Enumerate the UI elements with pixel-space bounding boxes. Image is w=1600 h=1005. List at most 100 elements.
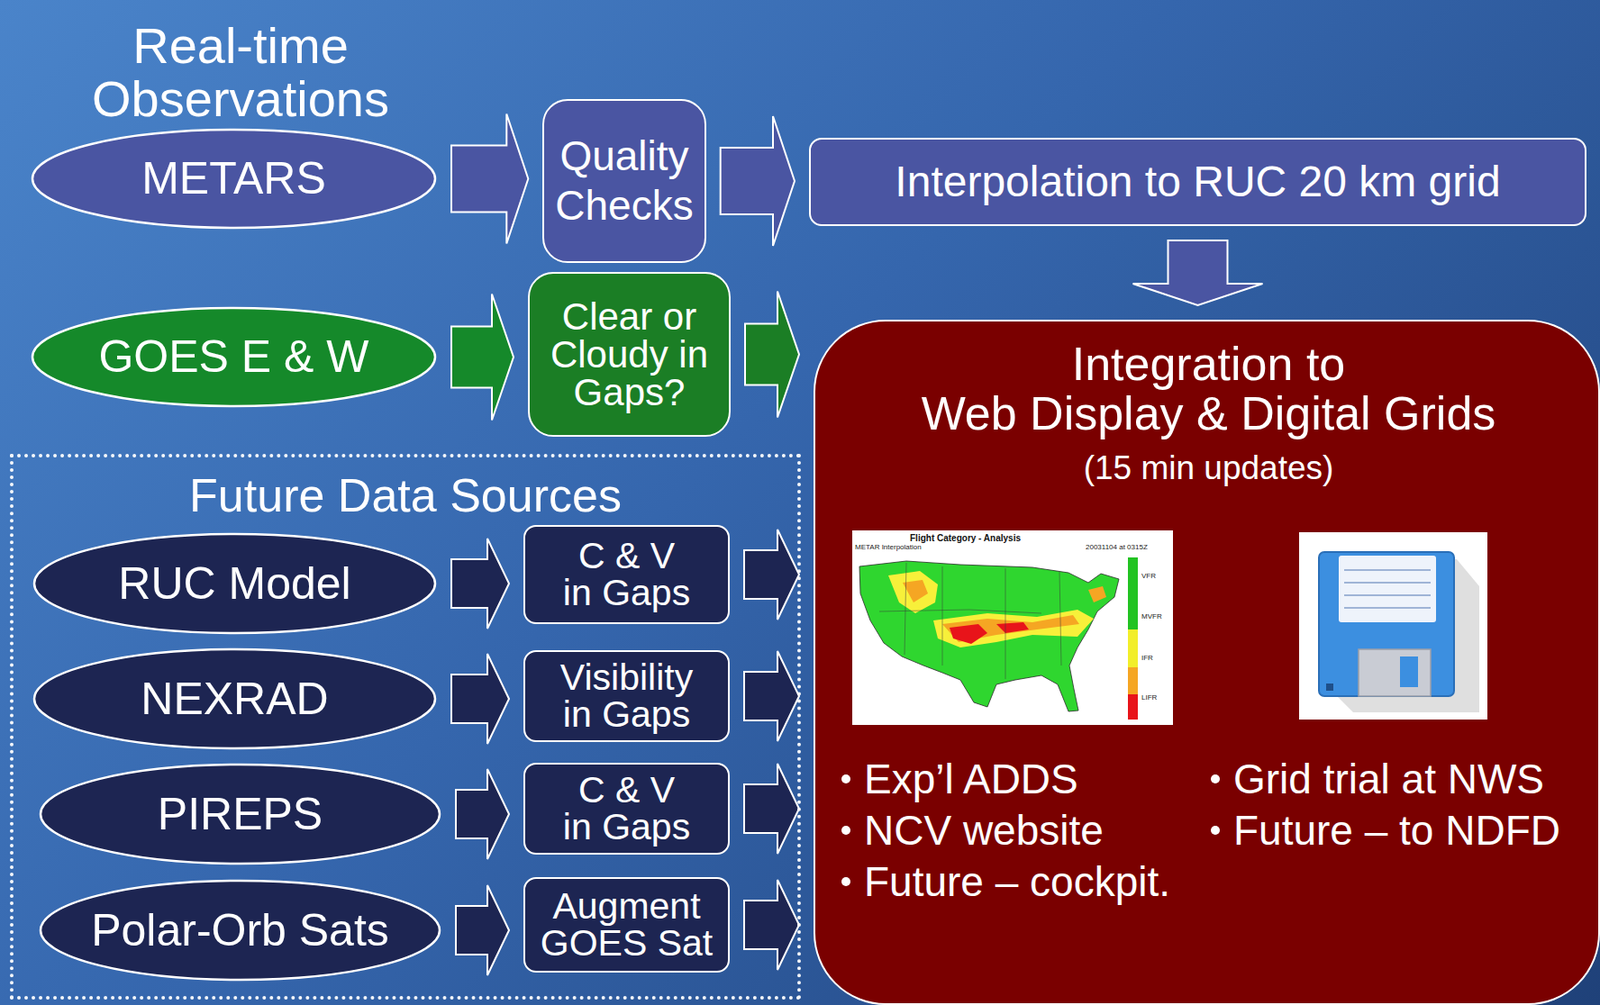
text-line: in Gaps [563, 574, 691, 612]
legend-value: MVFR [1141, 613, 1163, 622]
process-box: Visibility in Gaps [523, 650, 730, 743]
shutter-slot [1400, 656, 1419, 688]
text-slot: Grid trial at NWS [1233, 756, 1545, 803]
group-frame: Future Data SourcesRUC Model C & V in Gap… [9, 454, 801, 1000]
text-line: Real-time [30, 19, 451, 73]
disk-shadow [1326, 559, 1480, 713]
bullet-item: Grid trial at NWS [1233, 756, 1545, 803]
map-title: Flight Category - Analysis [909, 533, 1021, 544]
label-lines [1344, 570, 1431, 609]
text-line: Web Display & Digital Grids [815, 389, 1600, 439]
panel-heading: Integration to Web Display & Digital Gri… [815, 339, 1600, 438]
block-arrow [745, 291, 800, 419]
block-arrow [455, 885, 510, 976]
block-arrow [451, 538, 510, 629]
text-line: Cloudy in [550, 336, 709, 374]
ifr-area [902, 580, 928, 603]
lifr-area [949, 624, 988, 645]
node-label: Visibility in Gaps [560, 659, 693, 734]
text-line: C & V [563, 537, 691, 575]
block-arrow [1133, 240, 1264, 306]
disk-shutter [1358, 649, 1431, 697]
node-label: METARS [141, 154, 327, 204]
node-label: PIREPS [157, 790, 323, 840]
ellipse-shape [32, 308, 436, 407]
ellipse-shape [40, 764, 440, 864]
source-ellipse: RUC Model [32, 532, 437, 636]
mvfr-area [888, 571, 938, 614]
text-slot: (15 min updates) [815, 450, 1600, 488]
block-arrow [451, 294, 514, 421]
ellipse-shape [34, 649, 436, 749]
floppy-disk-icon [1299, 532, 1488, 720]
map-frame [852, 530, 1173, 726]
node-label: C & V in Gaps [563, 772, 691, 846]
bullet-item: NCV website [863, 808, 1104, 855]
text-line: in Gaps [560, 696, 693, 734]
text-line: C & V [563, 772, 691, 810]
text-line: Clear or [550, 298, 709, 337]
node-label: Interpolation to RUC 20 km grid [894, 158, 1500, 207]
flight-category-map [852, 530, 1173, 726]
text-slot: Future – to NDFD [1233, 808, 1561, 855]
source-ellipse: GOES E & W [30, 306, 437, 409]
source-ellipse: Polar-Orb Sats [38, 879, 442, 982]
panel-subheading: (15 min updates) [815, 450, 1600, 488]
process-box: C & V in Gaps [523, 525, 730, 625]
legend-bar-green [1127, 557, 1138, 630]
ifr-area [942, 615, 1080, 643]
text-line: Visibility [560, 659, 693, 697]
node-label: Quality Checks [554, 131, 693, 231]
legend-bar-yellow [1127, 629, 1138, 668]
process-box: Quality Checks [542, 99, 706, 264]
text-line: Checks [554, 181, 693, 231]
section-heading: Real-time Observations [30, 19, 451, 127]
source-ellipse: PIREPS [38, 763, 442, 866]
process-box: Interpolation to RUC 20 km grid [809, 137, 1587, 227]
mvfr-area [933, 609, 1094, 648]
ifr-area [1088, 586, 1107, 603]
node-label: GOES E & W [98, 332, 369, 382]
text-line: Quality [554, 131, 693, 182]
text-line: Augment [540, 888, 713, 926]
block-arrow [720, 116, 795, 246]
legend-bar-orange [1127, 667, 1138, 695]
block-arrow [744, 880, 800, 971]
process-box: Clear or Cloudy in Gaps? [527, 272, 731, 437]
text-line: Gaps? [550, 373, 709, 412]
block-arrow [451, 114, 528, 245]
legend-value: IFR [1141, 654, 1154, 664]
legend-bar-red [1127, 694, 1138, 720]
node-label: Clear or Cloudy in Gaps? [550, 298, 709, 412]
process-box: Augment GOES Sat [523, 877, 730, 973]
land-area [859, 561, 1119, 712]
source-ellipse: NEXRAD [32, 647, 437, 751]
text-slot: Future – cockpit. [863, 859, 1171, 906]
block-arrow [455, 769, 510, 860]
disk-body [1318, 552, 1455, 697]
node-label: RUC Model [118, 559, 351, 610]
text-slot: Exp’l ADDS [863, 756, 1079, 803]
node-label: C & V in Gaps [563, 537, 691, 612]
process-box: C & V in Gaps [523, 763, 730, 855]
text-line: Observations [30, 72, 451, 127]
bullet-item: Future – cockpit. [863, 859, 1171, 906]
disk-label [1338, 555, 1437, 623]
node-label: NEXRAD [140, 674, 328, 725]
bullet-item: Exp’l ADDS [863, 756, 1079, 803]
icon-frame [1299, 532, 1488, 720]
text-slot: NCV website [863, 808, 1104, 855]
bullet-item: Future – to NDFD [1233, 808, 1561, 855]
write-protect [1326, 683, 1334, 691]
ellipse-shape [32, 129, 436, 228]
lifr-area [996, 622, 1029, 634]
ellipse-shape [34, 534, 436, 634]
text-line: GOES Sat [540, 925, 713, 963]
ellipse-shape [40, 881, 440, 981]
group-heading: Future Data Sources [13, 470, 798, 522]
block-arrow [744, 763, 800, 855]
text-slot: Future Data Sources [13, 470, 798, 522]
map-timestamp: 20031104 at 0315Z [1085, 544, 1148, 553]
legend-value: LIFR [1141, 694, 1157, 703]
